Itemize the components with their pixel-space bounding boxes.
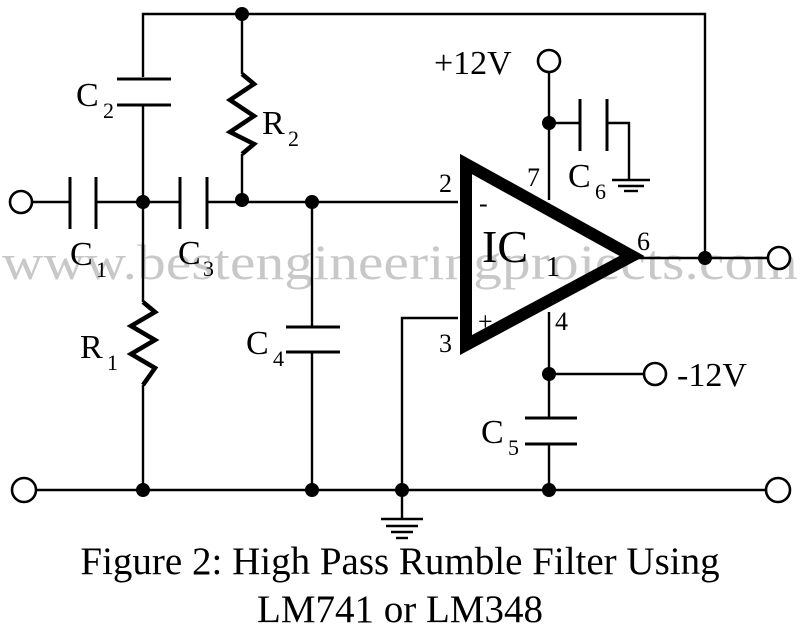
c4-subscript: 4 (273, 346, 284, 371)
junction-dots (136, 7, 712, 497)
junction-dot (542, 116, 556, 130)
junction-dot (136, 483, 150, 497)
ground-right-terminal (764, 476, 792, 504)
c2-label: C (76, 77, 99, 114)
plus-sign: + (478, 307, 493, 336)
r1-subscript: 1 (107, 350, 118, 375)
c2-subscript: 2 (103, 98, 114, 123)
r2-label: R (262, 105, 285, 142)
resistor-r1 (126, 202, 160, 490)
junction-dot (235, 193, 249, 207)
ground-symbol (381, 517, 423, 540)
junction-dot (542, 483, 556, 497)
negative-supply-label: -12V (677, 357, 747, 394)
junction-dot (542, 367, 556, 381)
junction-dot (136, 195, 150, 209)
c1-subscript: 1 (96, 257, 107, 282)
pin-3-label: 3 (439, 329, 452, 358)
non-inverting-wire (400, 316, 458, 518)
resistor-r2 (225, 14, 259, 202)
capacitor-c4 (286, 202, 340, 490)
capacitor-c1 (32, 177, 180, 229)
junction-dot (698, 251, 712, 265)
c1-label: C (70, 236, 93, 273)
watermark-text: www.bestengineeringprojects.com (2, 234, 798, 290)
junction-dot (395, 483, 409, 497)
figure-caption-line-1: Figure 2: High Pass Rumble Filter Using (80, 540, 720, 583)
junction-dot (305, 195, 319, 209)
c5-label: C (481, 414, 504, 451)
capacitor-c2 (117, 77, 171, 202)
minus-sign: - (479, 189, 488, 218)
output-terminal (766, 245, 792, 271)
pin-7-label: 7 (527, 163, 540, 192)
capacitor-c3 (178, 177, 458, 229)
figure-caption-line-2: LM741 or LM348 (257, 588, 543, 631)
pin-4-label: 4 (555, 307, 568, 336)
feedback-wire (141, 12, 707, 258)
c3-label: C (178, 235, 201, 272)
junction-dot (235, 7, 249, 21)
opamp-ic1 (460, 153, 645, 356)
positive-supply-label: +12V (434, 45, 512, 82)
capacitor-c5 (525, 416, 577, 490)
junction-dot (305, 483, 319, 497)
pin-2-label: 2 (439, 169, 452, 198)
c4-label: C (246, 325, 269, 362)
ic1-subscript: 1 (546, 252, 560, 283)
capacitor-c6 (549, 99, 631, 180)
schematic: www.bestengineeringprojects.com C 2 R 2 … (2, 7, 798, 540)
ground-left-terminal (10, 476, 38, 504)
negative-supply-terminal (642, 361, 668, 387)
input-terminal (8, 189, 34, 215)
c6-subscript: 6 (595, 179, 606, 204)
ic1-label: IC (482, 221, 528, 272)
r1-label: R (80, 329, 103, 366)
positive-supply-terminal (536, 48, 562, 74)
c5-subscript: 5 (508, 435, 519, 460)
r2-subscript: 2 (288, 126, 299, 151)
c6-ground-symbol (612, 178, 650, 193)
pin-6-label: 6 (637, 227, 650, 256)
c6-label: C (568, 158, 591, 195)
c3-subscript: 3 (203, 256, 214, 281)
